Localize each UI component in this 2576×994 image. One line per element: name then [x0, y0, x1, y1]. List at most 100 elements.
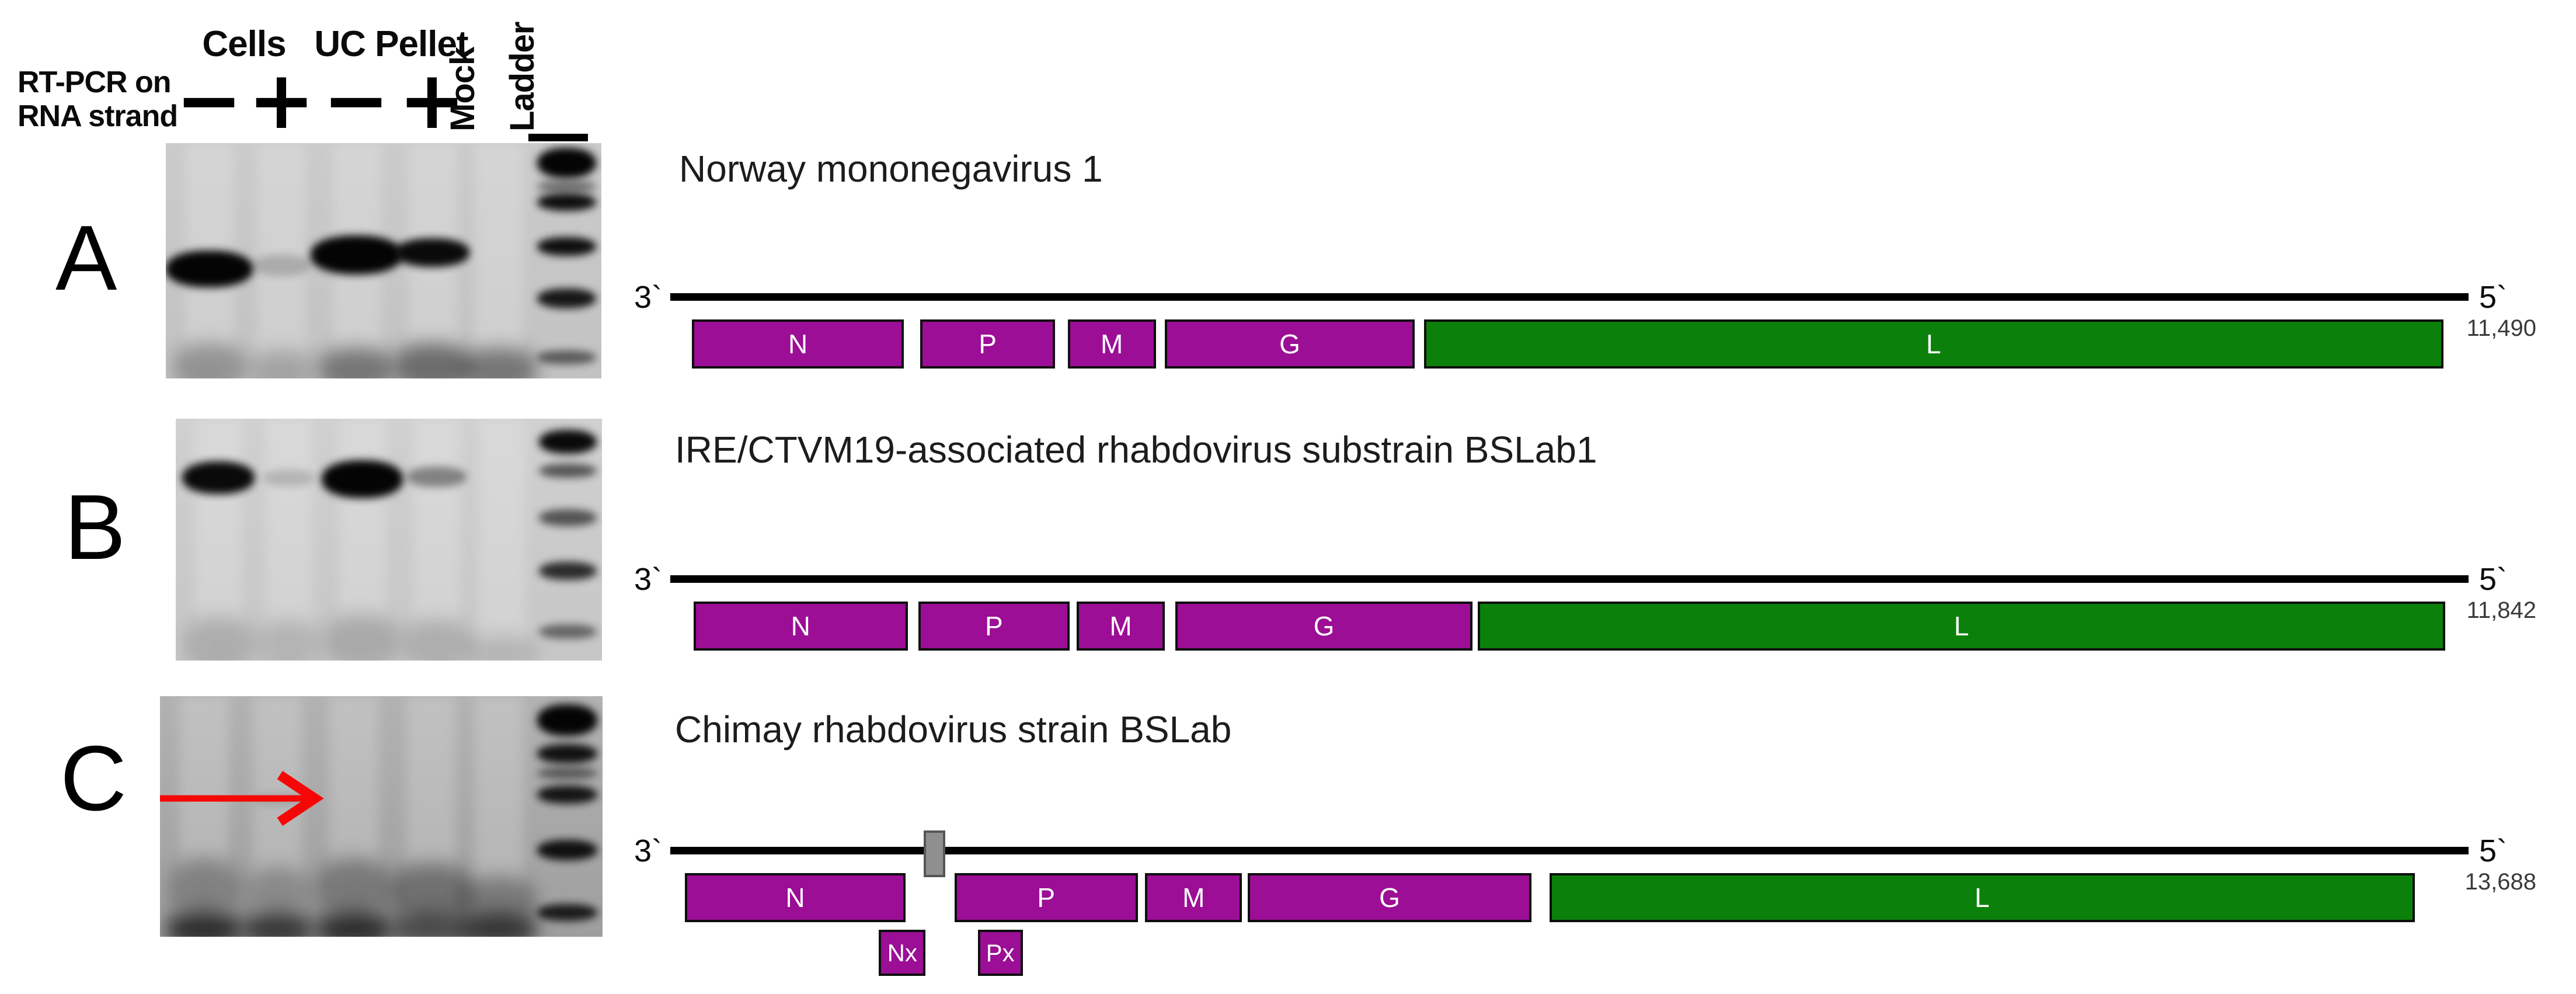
- gel-smear: [328, 614, 397, 661]
- ladder-band: [539, 463, 597, 478]
- virus-title-c: Chimay rhabdovirus strain BSLab: [675, 708, 1232, 750]
- gel-lane-streak: [194, 419, 242, 661]
- gene-label: L: [1975, 882, 1990, 913]
- lane-label-ladder: Ladder: [503, 22, 541, 131]
- panel-letter-a: A: [55, 207, 117, 310]
- ladder-band: [537, 704, 597, 736]
- gel-smear: [246, 867, 309, 920]
- gel-band: [166, 251, 253, 287]
- ladder-band: [537, 767, 597, 780]
- gel-smear: [470, 636, 534, 661]
- ladder-well-mark: [528, 134, 588, 141]
- ladder-band: [539, 429, 597, 454]
- panel-letter-b: B: [64, 476, 126, 579]
- gel-smear: [405, 619, 469, 661]
- genome-length-label: 13,688: [2464, 869, 2536, 895]
- gene-box-px: Px: [977, 930, 1023, 976]
- gene-label: N: [788, 329, 808, 359]
- gel-smear: [319, 347, 394, 378]
- gel-lane-streak: [475, 143, 524, 378]
- ladder-band: [539, 624, 597, 639]
- assay-label-line1: RT-PCR on: [18, 65, 172, 99]
- assay-label: RT-PCR on RNA strand: [18, 65, 178, 134]
- gel-header: RT-PCR on RNA strand Cells UC Pellet −+−…: [0, 0, 642, 146]
- gel-image-panel-c: [160, 696, 603, 937]
- ladder-band: [539, 562, 597, 581]
- minus-sign: −: [175, 53, 243, 147]
- ladder-band: [537, 786, 597, 804]
- gel-smear: [259, 619, 319, 661]
- gene-box-p: P: [918, 602, 1070, 651]
- three-prime-label: 3`: [634, 562, 663, 597]
- gene-label: G: [1313, 611, 1335, 641]
- group-label-uc-pellet: UC Pellet: [314, 24, 468, 64]
- ladder-band: [537, 288, 596, 309]
- gel-smear: [174, 343, 245, 378]
- gene-label: P: [985, 611, 1003, 641]
- ladder-band: [537, 148, 596, 179]
- gel-lane-streak: [266, 419, 313, 661]
- gel-smear: [166, 912, 242, 937]
- gene-box-g: G: [1247, 873, 1532, 922]
- gel-smear: [391, 863, 471, 924]
- gel-smear: [186, 617, 250, 661]
- gene-label: P: [979, 329, 997, 359]
- gene-label: M: [1182, 882, 1205, 913]
- genome-track-c: 3` 5` 13,688 N P M G L Nx Px: [634, 830, 2536, 987]
- gene-box-l: L: [1423, 319, 2443, 369]
- red-arrow-annotation: [160, 771, 324, 826]
- three-prime-label: 3`: [634, 280, 663, 315]
- gel-smear: [242, 913, 314, 937]
- ladder-band: [537, 744, 597, 764]
- gene-box-n: N: [691, 319, 904, 369]
- gel-band: [253, 255, 310, 276]
- gel-lane-streak: [339, 419, 386, 661]
- ladder-band: [537, 193, 596, 211]
- gene-box-m: M: [1077, 602, 1165, 651]
- five-prime-label: 5`: [2479, 833, 2508, 868]
- gene-label: L: [1926, 329, 1941, 359]
- ladder-band: [539, 509, 597, 527]
- gel-lane-streak: [479, 419, 526, 661]
- gene-label: L: [1954, 611, 1969, 641]
- gel-image-panel-a: [166, 143, 601, 378]
- gene-label: P: [1037, 882, 1056, 913]
- gel-band: [182, 461, 255, 495]
- gene-label: N: [791, 611, 810, 641]
- gene-box-l: L: [1477, 602, 2445, 651]
- panel-letter-c: C: [60, 727, 127, 830]
- gel-band: [311, 235, 403, 274]
- genome-length-label: 11,490: [2466, 315, 2536, 341]
- ladder-band: [537, 904, 597, 922]
- assay-label-line2: RNA strand: [18, 99, 178, 134]
- ladder-band: [537, 180, 596, 193]
- genome-line: [670, 293, 2469, 301]
- gene-label: G: [1379, 882, 1400, 913]
- gene-label: N: [785, 882, 805, 913]
- lane-label-mock: Mock: [444, 47, 482, 131]
- minus-sign: −: [322, 53, 390, 147]
- gene-box-nx: Nx: [879, 930, 926, 976]
- gene-box-n: N: [684, 873, 906, 922]
- gene-label: Px: [986, 939, 1015, 967]
- ladder-band: [537, 840, 597, 861]
- genome-line: [670, 847, 2469, 854]
- gene-box-m: M: [1145, 873, 1242, 922]
- gel-lane-streak: [413, 419, 460, 661]
- five-prime-label: 5`: [2479, 280, 2508, 315]
- gel-band: [395, 238, 469, 267]
- three-prime-label: 3`: [634, 833, 663, 868]
- gel-band: [322, 460, 403, 498]
- gene-box-n: N: [694, 602, 908, 651]
- gene-box-l: L: [1550, 873, 2415, 922]
- gene-box-p: P: [954, 873, 1138, 922]
- gel-smear: [462, 347, 537, 378]
- ladder-band: [537, 350, 596, 364]
- genome-length-label: 11,842: [2466, 597, 2536, 623]
- plus-sign: +: [398, 53, 466, 147]
- gel-lane-streak: [474, 696, 524, 937]
- gel-smear: [395, 343, 469, 378]
- gene-box-p: P: [920, 319, 1056, 369]
